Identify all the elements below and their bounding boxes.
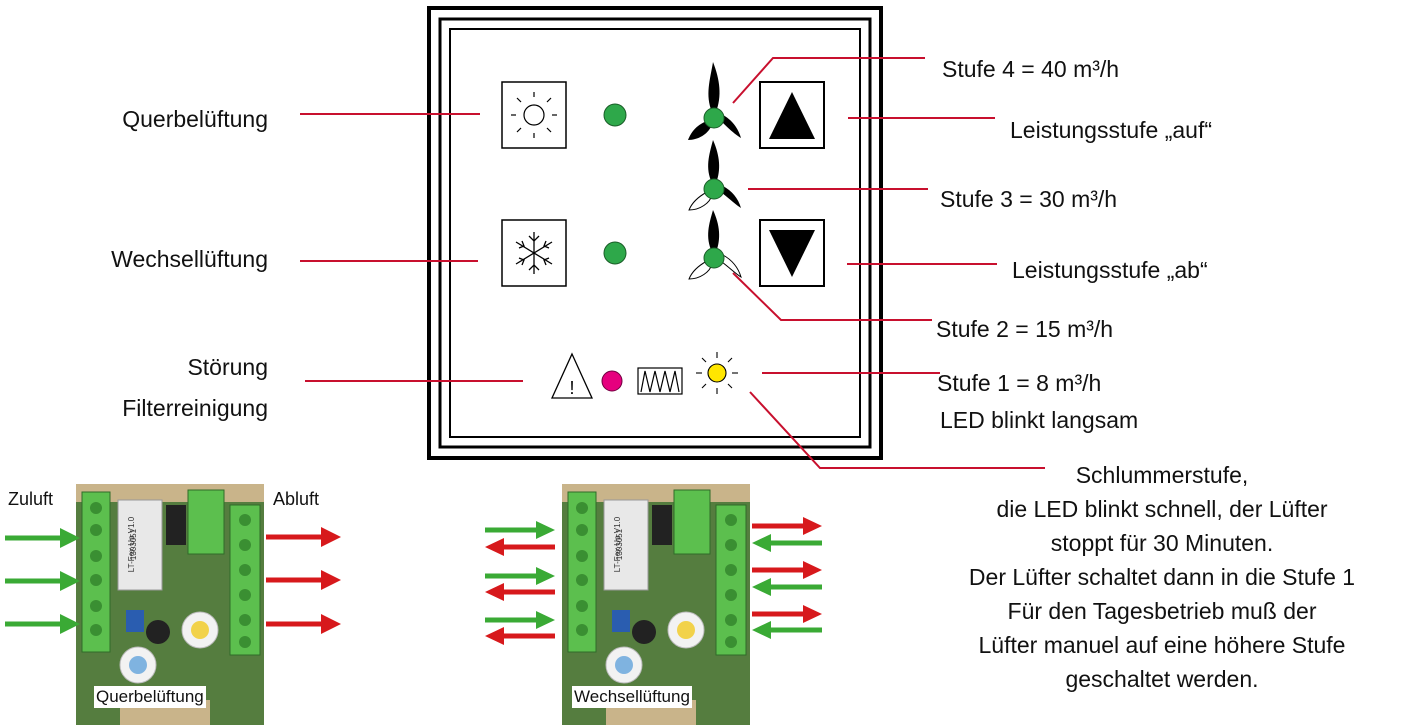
caption-querbelueftung: Querbelüftung bbox=[94, 686, 206, 708]
label-stufe4: Stufe 4 = 40 m³/h bbox=[942, 55, 1119, 83]
fan-icon-stufe4 bbox=[688, 62, 741, 140]
chip-text-left-2: 1303051 bbox=[129, 529, 138, 560]
down-button[interactable] bbox=[760, 220, 824, 286]
fan-icon-stufe2 bbox=[689, 210, 741, 279]
chip-text-right-2: 1303051 bbox=[615, 529, 624, 560]
up-button[interactable] bbox=[760, 82, 824, 148]
schlummer-line-7: geschaltet werden. bbox=[900, 662, 1424, 696]
label-querbelueftung: Querbelüftung bbox=[20, 105, 268, 133]
label-filterreinigung: Filterreinigung bbox=[20, 394, 268, 422]
caption-wechsellueftung: Wechsellüftung bbox=[572, 686, 692, 708]
schlummer-line-3: stoppt für 30 Minuten. bbox=[900, 526, 1424, 560]
label-leistung-auf: Leistungsstufe „auf“ bbox=[1010, 116, 1212, 144]
label-stufe3: Stufe 3 = 30 m³/h bbox=[940, 185, 1117, 213]
label-wechsellueftung: Wechsellüftung bbox=[20, 245, 268, 273]
label-stufe1: Stufe 1 = 8 m³/h bbox=[937, 369, 1101, 397]
label-stoerung: Störung bbox=[20, 353, 268, 381]
schlummer-line-1: Schlummerstufe, bbox=[900, 458, 1424, 492]
fan-icon-stufe3 bbox=[689, 140, 741, 210]
schlummer-note: Schlummerstufe, die LED blinkt schnell, … bbox=[900, 458, 1424, 696]
label-stufe1-note: LED blinkt langsam bbox=[940, 406, 1138, 434]
filter-icon bbox=[638, 368, 682, 394]
led-querbelueftung bbox=[604, 104, 626, 126]
label-abluft: Abluft bbox=[273, 488, 319, 510]
label-zuluft: Zuluft bbox=[8, 488, 53, 510]
querbelueftung-button[interactable] bbox=[502, 82, 566, 148]
sleep-sun-icon bbox=[696, 352, 738, 394]
schlummer-line-6: Lüfter manuel auf eine höhere Stufe bbox=[900, 628, 1424, 662]
led-stoerung bbox=[602, 371, 622, 391]
wechsellueftung-button[interactable] bbox=[502, 220, 566, 286]
leader-lines bbox=[300, 58, 1045, 468]
label-stufe2: Stufe 2 = 15 m³/h bbox=[936, 315, 1113, 343]
schlummer-line-2: die LED blinkt schnell, der Lüfter bbox=[900, 492, 1424, 526]
label-leistung-ab: Leistungsstufe „ab“ bbox=[1012, 256, 1208, 284]
schlummer-line-4: Der Lüfter schaltet dann in die Stufe 1 bbox=[900, 560, 1424, 594]
warning-icon: ! bbox=[552, 354, 592, 398]
led-wechsellueftung bbox=[604, 242, 626, 264]
schlummer-line-5: Für den Tagesbetrieb muß der bbox=[900, 594, 1424, 628]
warning-symbol: ! bbox=[569, 378, 574, 398]
